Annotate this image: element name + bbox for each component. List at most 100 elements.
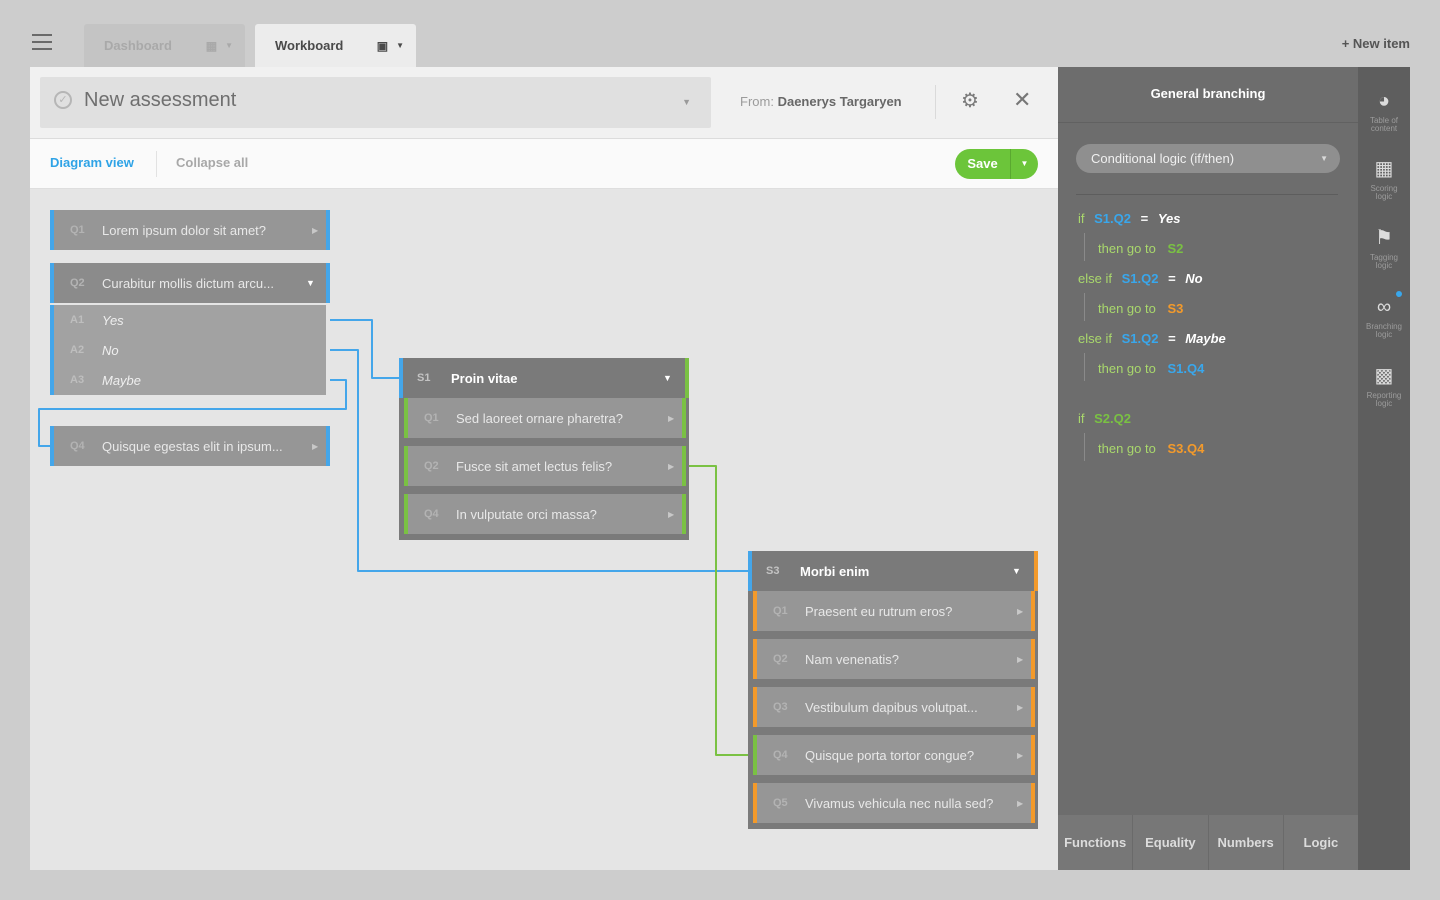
chevron-right-icon: ▶ [668,413,675,423]
tab-numbers[interactable]: Numbers [1209,815,1284,870]
rule-target: S3 [1167,301,1184,316]
chevron-right-icon: ▶ [668,461,675,471]
section-s3-item-q1[interactable]: Q1 Praesent eu rutrum eros? ▶ [753,591,1035,631]
question-node-q2[interactable]: Q2 Curabitur mollis dictum arcu... ▼ [50,263,330,303]
rule-keyword: else if [1078,331,1112,346]
question-text: Vivamus vehicula nec nulla sed? [805,795,994,811]
rule-action-2[interactable]: then go to S3 [1098,301,1183,317]
gear-icon[interactable]: ⚙ [961,90,979,112]
title-select[interactable]: ✓ New assessment ▼ [40,77,711,128]
chevron-down-icon: ▼ [1012,566,1021,576]
main-panel: ✓ New assessment ▼ From: Daenerys Targar… [30,67,1058,870]
answer-key: A3 [70,374,85,386]
rail-label: Table of content [1369,116,1399,133]
rail-item-table-of-content[interactable]: ◕ Table of content [1358,89,1410,133]
function-tabs: Functions Equality Numbers Logic [1058,815,1358,870]
question-key: Q4 [70,440,85,452]
answer-key: A1 [70,314,85,326]
section-s3-item-q3[interactable]: Q3 Vestibulum dapibus volutpat... ▶ [753,687,1035,727]
diagram-view-link[interactable]: Diagram view [50,155,134,170]
answer-key: A2 [70,344,85,356]
question-node-q4[interactable]: Q4 Quisque egestas elit in ipsum... ▶ [50,426,330,466]
rail-label: Tagging logic [1369,253,1399,270]
tab-logic[interactable]: Logic [1303,835,1339,850]
question-key: Q2 [70,277,85,289]
question-text: Fusce sit amet lectus felis? [456,458,613,474]
section-title: Morbi enim [800,563,870,579]
answer-a1[interactable]: A1 Yes [50,305,326,335]
section-s3-item-q4[interactable]: Q4 Quisque porta tortor congue? ▶ [753,735,1035,775]
question-node-q1[interactable]: Q1 Lorem ipsum dolor sit amet? ▶ [50,210,330,250]
rail-item-tagging-logic[interactable]: ⚑ Tagging logic [1358,226,1410,270]
rail-label: Reporting logic [1366,391,1402,408]
answer-text: Yes [102,312,124,328]
section-s3-item-q5[interactable]: Q5 Vivamus vehicula nec nulla sed? ▶ [753,783,1035,823]
section-s1-item-q1[interactable]: Q1 Sed laoreet ornare pharetra? ▶ [404,398,686,438]
from-label: From: Daenerys Targaryen [740,94,902,109]
question-key: Q2 [424,460,439,472]
question-text: Quisque porta tortor congue? [805,747,975,763]
chevron-right-icon: ▶ [1017,702,1024,712]
question-key: Q5 [773,797,788,809]
rule-then-keyword: then go to [1098,361,1156,376]
divider [935,85,936,119]
rule-guide [1084,353,1085,381]
branching-panel: General branching Conditional logic (if/… [1058,67,1358,870]
new-item-button[interactable]: + New item [1341,36,1410,51]
rule-action-3[interactable]: then go to S1.Q4 [1098,361,1204,377]
rule-keyword: if [1078,211,1085,226]
chevron-right-icon: ▶ [312,441,319,451]
rule-action-1[interactable]: then go to S2 [1098,241,1183,257]
tab-equality[interactable]: Equality [1133,815,1209,870]
rule-condition-4[interactable]: if S2.Q2 [1078,411,1131,427]
rule-condition-1[interactable]: if S1.Q2 = Yes [1078,211,1180,227]
rule-condition-2[interactable]: else if S1.Q2 = No [1078,271,1203,287]
question-text: Lorem ipsum dolor sit amet? [102,222,267,238]
divider [1076,194,1338,195]
rule-action-4[interactable]: then go to S3.Q4 [1098,441,1204,457]
tab-functions[interactable]: Functions [1058,815,1134,870]
question-text: Praesent eu rutrum eros? [805,603,953,619]
close-icon[interactable]: ✕ [1013,87,1032,112]
answer-a3[interactable]: A3 Maybe [50,365,326,395]
section-s3-item-q2[interactable]: Q2 Nam venenatis? ▶ [753,639,1035,679]
rule-target: S1.Q4 [1167,361,1205,376]
collapse-all-link[interactable]: Collapse all [176,155,249,170]
rule-operator: = [1168,271,1176,286]
tab-label: Workboard [275,38,344,53]
save-dropdown-button[interactable]: ▼ [1010,149,1038,179]
chevron-down-icon: ▼ [663,373,672,383]
compass-icon: ◕ [1377,90,1391,112]
rule-ref: S1.Q2 [1121,271,1159,286]
section-header-s3[interactable]: S3 Morbi enim ▼ [748,551,1038,591]
menu-icon[interactable] [32,34,52,50]
rule-condition-3[interactable]: else if S1.Q2 = Maybe [1078,331,1226,347]
tab-workboard[interactable]: Workboard ▣ ▼ [255,24,416,67]
rule-keyword: if [1078,411,1085,426]
rail-item-scoring-logic[interactable]: ▦ Scoring logic [1358,157,1410,201]
tab-dashboard[interactable]: Dashboard ▦ ▼ [84,24,245,67]
answer-a2[interactable]: A2 No [50,335,326,365]
section-s1-item-q2[interactable]: Q2 Fusce sit amet lectus felis? ▶ [404,446,686,486]
rail-label: Scoring logic [1370,184,1398,201]
chevron-right-icon: ▶ [668,509,675,519]
question-text: Quisque egestas elit in ipsum... [102,438,283,454]
chevron-down-icon: ▼ [306,278,315,288]
rule-then-keyword: then go to [1098,301,1156,316]
section-key: S3 [766,565,780,577]
calculator-icon: ▦ [1374,158,1394,180]
rail-item-reporting-logic[interactable]: ▩ Reporting logic [1358,364,1410,408]
rail-item-branching-logic[interactable]: ∞ Branching logic [1358,295,1410,339]
question-text: Curabitur mollis dictum arcu... [102,275,274,291]
rule-guide [1084,433,1085,461]
question-key: Q4 [773,749,788,761]
tag-icon: ⚑ [1375,227,1393,249]
save-button[interactable]: Save [955,149,1010,179]
rule-target: S3.Q4 [1167,441,1205,456]
section-header-s1[interactable]: S1 Proin vitae ▼ [399,358,689,398]
logic-type-select[interactable]: Conditional logic (if/then) ▼ [1076,144,1340,173]
rule-value: Yes [1157,211,1181,226]
chevron-right-icon: ▶ [1017,606,1024,616]
active-indicator [1396,291,1402,297]
section-s1-item-q4[interactable]: Q4 In vulputate orci massa? ▶ [404,494,686,534]
